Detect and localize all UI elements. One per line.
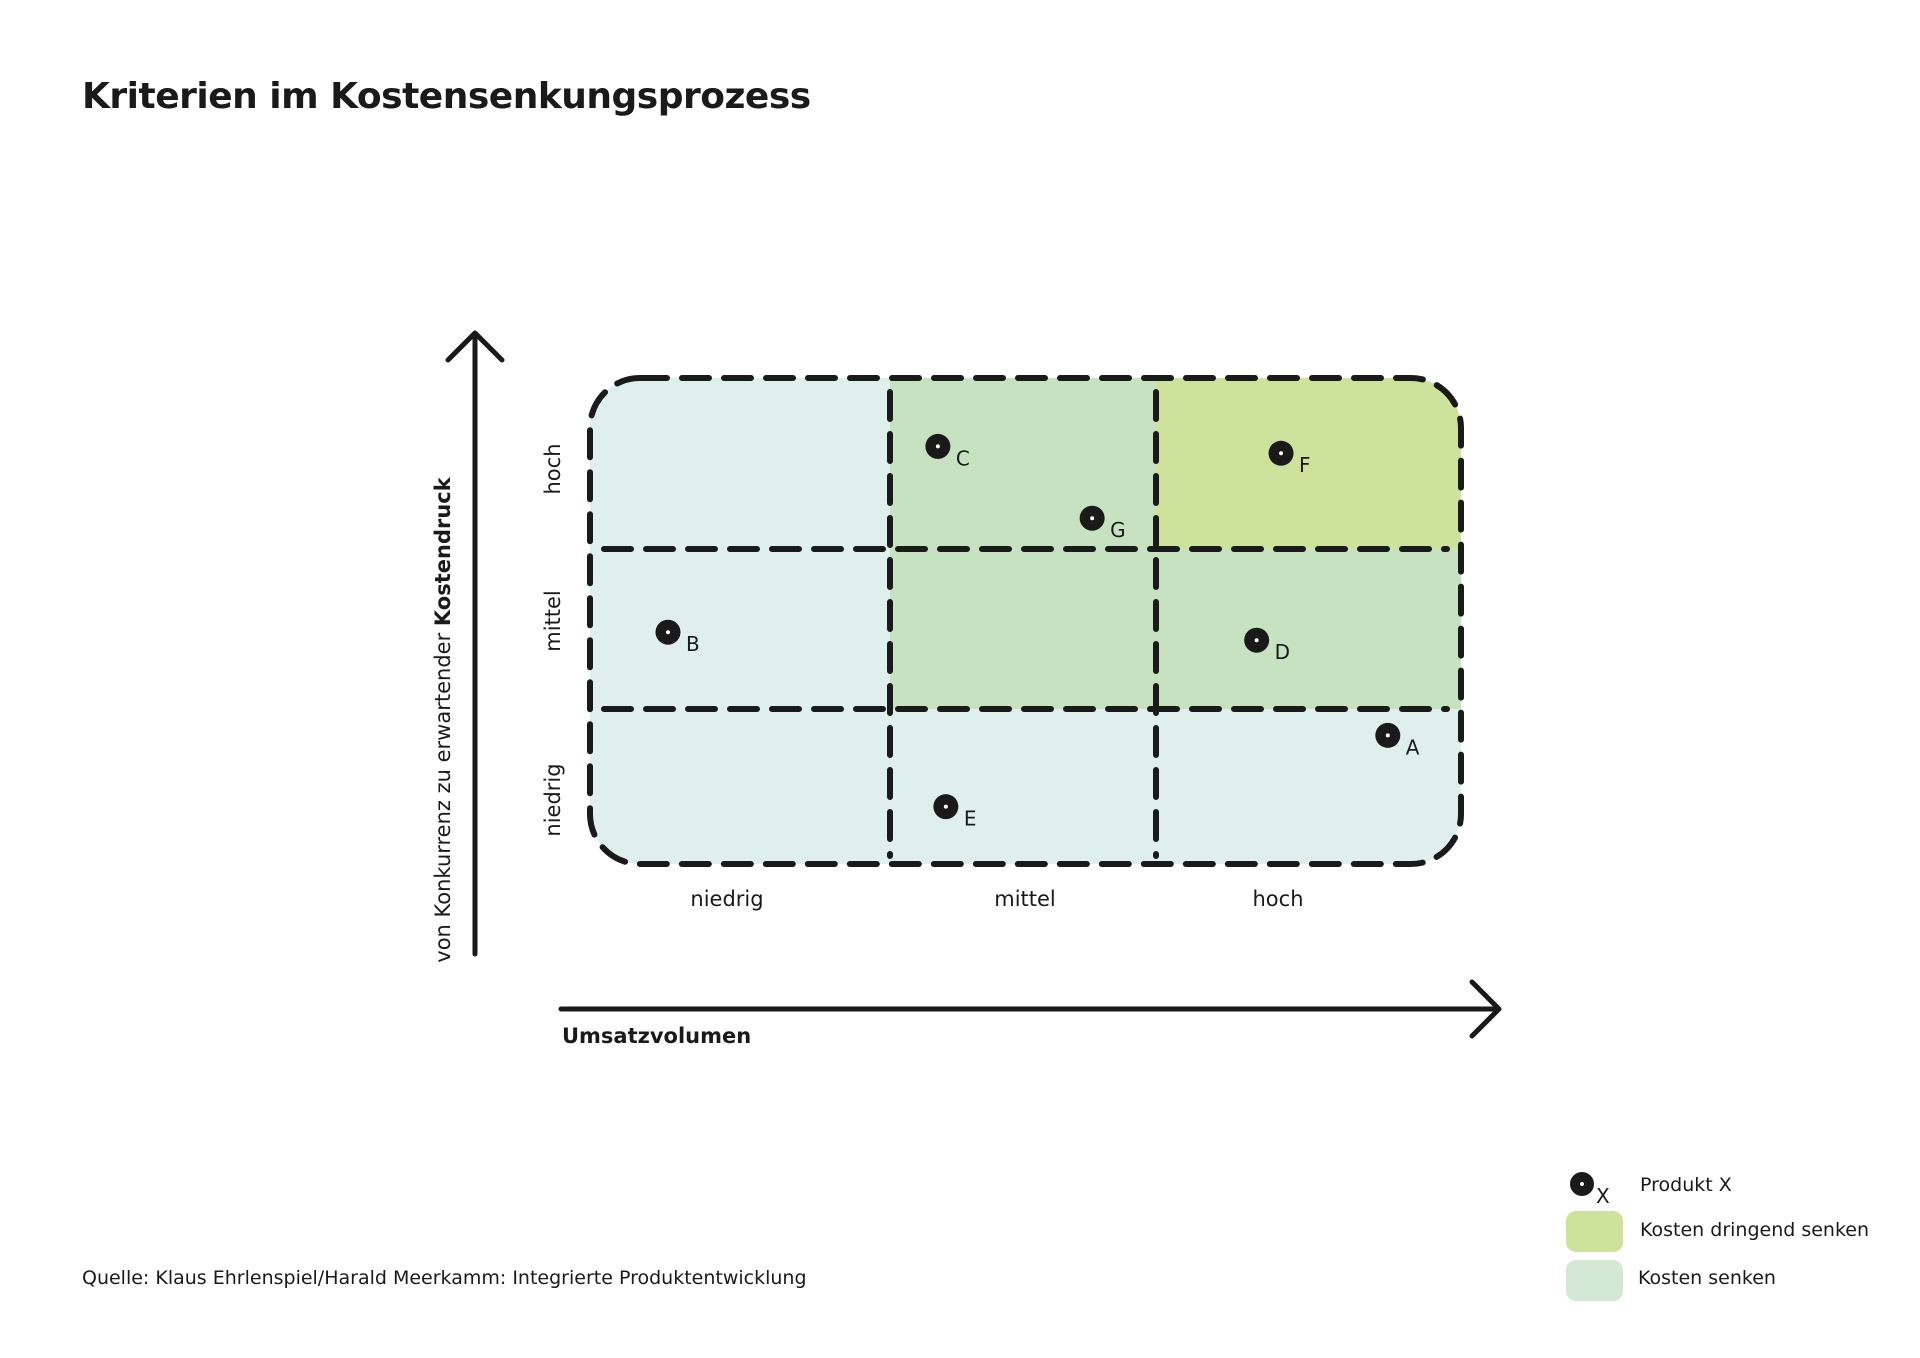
grid-cells bbox=[590, 378, 1461, 864]
point-label: F bbox=[1299, 453, 1311, 477]
grid-cell-niedrig-niedrig bbox=[590, 709, 890, 864]
grid-border bbox=[587, 375, 1464, 867]
grid-cell-hoch-niedrig bbox=[590, 378, 890, 549]
grid-cell-hoch-mittel bbox=[890, 378, 1156, 549]
point-center bbox=[1385, 733, 1390, 738]
y-axis-title-prefix: von Konkurrenz zu erwartender bbox=[431, 626, 455, 963]
x-tick-label: mittel bbox=[994, 887, 1056, 911]
point-center bbox=[1254, 638, 1259, 643]
grid-cell-hoch-hoch bbox=[1156, 378, 1461, 549]
x-axis-title: Umsatzvolumen bbox=[562, 1024, 751, 1048]
point-center bbox=[935, 444, 940, 449]
point-label: D bbox=[1275, 640, 1290, 664]
data-point-B: B bbox=[655, 619, 700, 656]
y-axis-arrow-icon bbox=[445, 330, 505, 363]
grid-cell-niedrig-mittel bbox=[890, 709, 1156, 864]
x-tick-label: niedrig bbox=[690, 887, 763, 911]
data-point-A: A bbox=[1375, 722, 1420, 759]
legend-swatch-dringend bbox=[1566, 1211, 1623, 1252]
legend-label-produkt: Produkt X bbox=[1640, 1174, 1732, 1196]
x-tick-label: hoch bbox=[1252, 887, 1303, 911]
point-label: E bbox=[964, 807, 977, 831]
y-tick-label: hoch bbox=[541, 443, 565, 494]
legend-dot-label: X bbox=[1596, 1184, 1610, 1208]
point-label: C bbox=[956, 446, 970, 470]
y-tick-label: niedrig bbox=[541, 763, 565, 836]
data-point-E: E bbox=[933, 794, 977, 831]
point-label: B bbox=[686, 632, 700, 656]
data-point-D: D bbox=[1244, 627, 1290, 664]
legend-dot-center bbox=[1580, 1182, 1584, 1186]
point-center bbox=[1090, 516, 1095, 521]
point-label: G bbox=[1110, 518, 1126, 542]
data-point-F: F bbox=[1268, 440, 1311, 477]
y-axis-title: von Konkurrenz zu erwartender Kostendruc… bbox=[431, 476, 455, 962]
legend-swatch-senken bbox=[1566, 1260, 1623, 1301]
grid-cell-mittel-mittel bbox=[890, 549, 1156, 709]
legend-label-dringend: Kosten dringend senken bbox=[1640, 1219, 1870, 1241]
point-center bbox=[666, 630, 670, 635]
grid-cell-niedrig-hoch bbox=[1156, 709, 1461, 864]
point-center bbox=[1279, 451, 1284, 456]
legend-label-senken: Kosten senken bbox=[1638, 1267, 1776, 1289]
chart-title: Kriterien im Kostensenkungsprozess bbox=[82, 76, 811, 117]
grid-cell-mittel-niedrig bbox=[590, 549, 890, 709]
data-point-G: G bbox=[1079, 505, 1126, 542]
x-axis-arrow-icon bbox=[1469, 979, 1502, 1039]
y-axis-title-bold: Kostendruck bbox=[431, 476, 455, 626]
source-note: Quelle: Klaus Ehrlenspiel/Harald Meerkam… bbox=[82, 1267, 807, 1289]
y-tick-label: mittel bbox=[541, 590, 565, 652]
grid-cell-mittel-hoch bbox=[1156, 549, 1461, 709]
point-center bbox=[943, 804, 948, 809]
point-label: A bbox=[1406, 735, 1420, 759]
data-point-C: C bbox=[925, 433, 970, 470]
